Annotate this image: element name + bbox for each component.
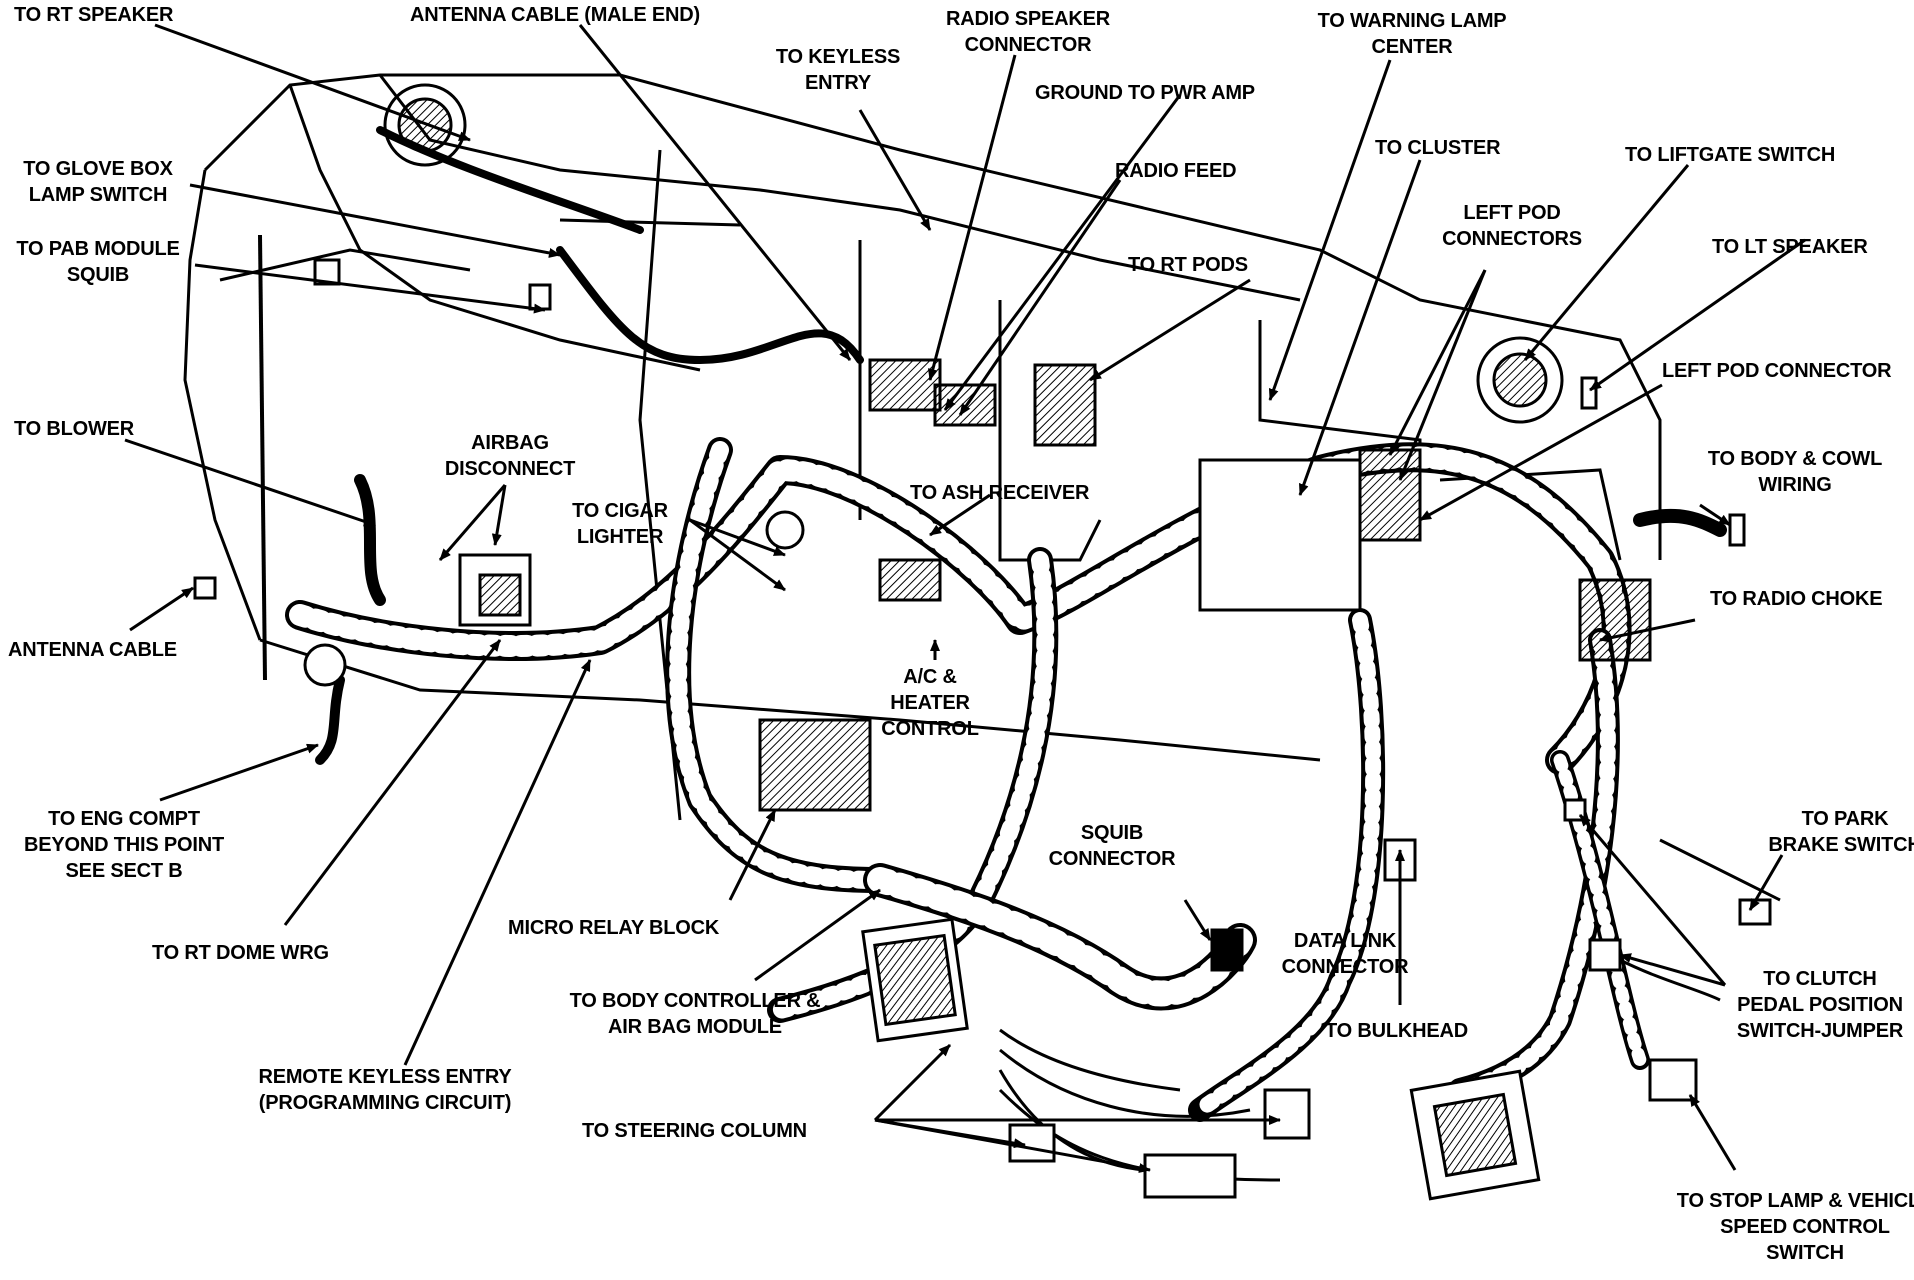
label-radio-feed: RADIO FEED: [1115, 160, 1237, 182]
label-to-rt-pods: TO RT PODS: [1128, 254, 1248, 276]
label-to-body-controller-air-bag-module: TO BODY CONTROLLER &AIR BAG MODULE: [569, 990, 821, 1038]
label-to-rt-dome-wrg: TO RT DOME WRG: [152, 942, 329, 964]
label-to-bulkhead: TO BULKHEAD: [1325, 1020, 1468, 1042]
label-to-radio-choke: TO RADIO CHOKE: [1710, 588, 1883, 610]
label-antenna-cable-male-end: ANTENNA CABLE (MALE END): [410, 4, 700, 26]
label-left-pod-connector: LEFT POD CONNECTOR: [1662, 360, 1892, 382]
wire-harness: [285, 126, 1727, 1122]
label-to-lt-speaker: TO LT SPEAKER: [1712, 236, 1868, 258]
label-to-ash-receiver: TO ASH RECEIVER: [910, 482, 1090, 504]
lt-speaker: [1476, 336, 1564, 424]
connectors: [193, 258, 1772, 1201]
label-to-liftgate-switch: TO LIFTGATE SWITCH: [1625, 144, 1836, 166]
label-to-cluster: TO CLUSTER: [1375, 137, 1501, 159]
label-to-blower: TO BLOWER: [14, 418, 135, 440]
label-micro-relay-block: MICRO RELAY BLOCK: [508, 917, 720, 939]
label-to-steering-column: TO STEERING COLUMN: [582, 1120, 807, 1142]
label-to-rt-speaker: TO RT SPEAKER: [14, 4, 174, 26]
branch-wires: [998, 838, 1781, 1182]
leader-lines: [124, 23, 1806, 1173]
label-antenna-cable: ANTENNA CABLE: [8, 639, 177, 661]
label-remote-keyless-entry: REMOTE KEYLESS ENTRY(PROGRAMMING CIRCUIT…: [258, 1066, 512, 1114]
label-ground-to-pwr-amp: GROUND TO PWR AMP: [1035, 82, 1255, 104]
